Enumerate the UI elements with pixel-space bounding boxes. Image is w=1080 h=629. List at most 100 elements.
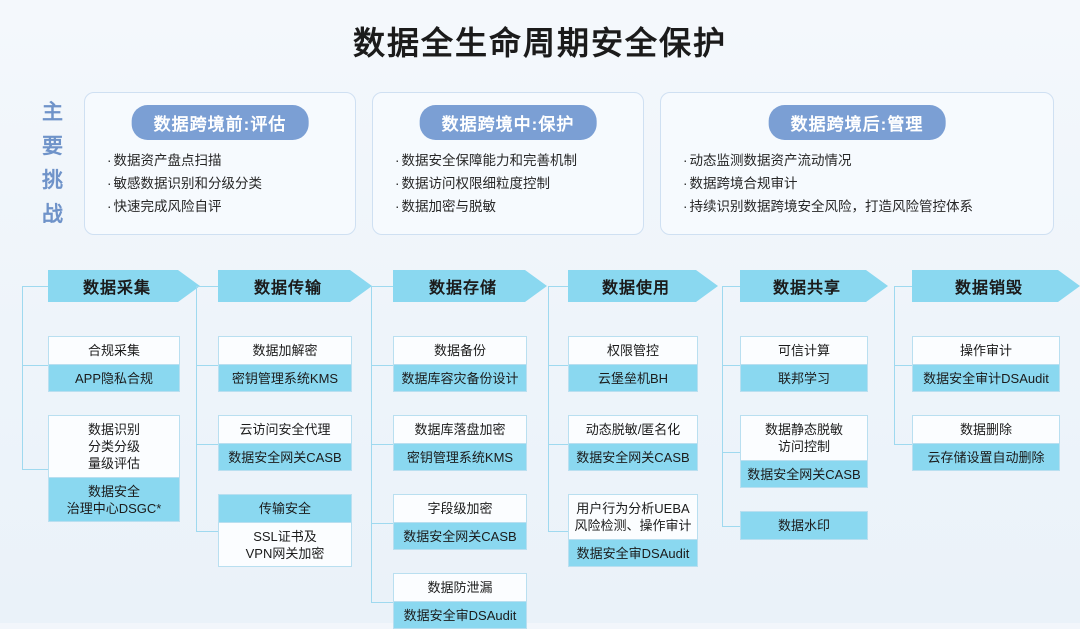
card-row-text: 权限管控	[606, 343, 659, 358]
bullet-dot-icon: ·	[395, 153, 400, 168]
card-row-title: 数据库落盘加密	[394, 416, 526, 443]
card-row-text: 数据防泄漏	[427, 580, 493, 595]
stage-2-card-2[interactable]: 云访问安全代理数据安全网关CASB	[218, 415, 352, 471]
challenges-label-char: 主	[42, 101, 64, 124]
card-row-text: 密钥管理系统KMS	[231, 370, 339, 386]
card-row-text: 密钥管理系统KMS	[406, 449, 514, 465]
card-row-text: 数据安全网关CASB	[747, 466, 861, 482]
stage-header-label: 数据共享	[772, 280, 841, 297]
card-row-title: 数据识别分类分级量级评估	[49, 416, 179, 477]
challenge-pill[interactable]: 数据跨境前:评估	[131, 105, 309, 140]
challenge-item-text: 快速完成风险自评	[113, 199, 222, 214]
card-row-product: 数据安全审计DSAudit	[913, 364, 1059, 391]
card-row-text: 联邦学习	[777, 370, 830, 386]
card-row-product: 数据安全审DSAudit	[569, 539, 697, 566]
challenge-box-3: 数据跨境后:管理·动态监测数据资产流动情况·数据跨境合规审计·持续识别数据跨境安…	[660, 92, 1054, 235]
card-row-title: 数据备份	[394, 337, 526, 364]
stage-4-card-2[interactable]: 动态脱敏/匿名化数据安全网关CASB	[568, 415, 698, 471]
stage-header-6[interactable]: 数据销毁	[912, 270, 1080, 302]
stage-header-4[interactable]: 数据使用	[568, 270, 718, 302]
connector-branch	[371, 523, 393, 524]
stage-header-1[interactable]: 数据采集	[48, 270, 200, 302]
connector-branch	[196, 365, 218, 366]
stage-5-card-2[interactable]: 数据静态脱敏访问控制数据安全网关CASB	[740, 415, 868, 488]
card-row-title: 数据水印	[741, 512, 867, 539]
stage-5-card-3[interactable]: 数据水印	[740, 511, 868, 540]
stage-header-label: 数据销毁	[954, 280, 1023, 297]
challenge-box-2: 数据跨境中:保护 ·数据安全保障能力和完善机制·数据访问权限细粒度控制·数据加密与…	[372, 92, 644, 235]
challenges-label: 主要挑战	[32, 96, 74, 232]
challenge-pill[interactable]: 数据跨境后:管理	[768, 105, 946, 140]
card-row-text: 数据安全审DSAudit	[576, 545, 690, 561]
card-row-text: 数据水印	[777, 518, 830, 533]
challenges-label-char: 要	[42, 135, 64, 158]
challenge-pill[interactable]: 数据跨境中:保护	[419, 105, 597, 140]
card-row-product: 数据安全网关CASB	[569, 443, 697, 470]
stage-header-5[interactable]: 数据共享	[740, 270, 888, 302]
card-row-text: 可信计算	[777, 343, 830, 358]
stage-6-card-2[interactable]: 数据删除云存储设置自动删除	[912, 415, 1060, 471]
stage-1-card-2[interactable]: 数据识别分类分级量级评估数据安全治理中心DSGC*	[48, 415, 180, 522]
connector-branch	[722, 286, 740, 287]
connector-branch	[894, 444, 912, 445]
connector-branch	[548, 531, 568, 532]
connector-branch	[22, 469, 48, 470]
card-row-product: 数据安全审DSAudit	[394, 601, 526, 628]
card-row-text: 操作审计	[959, 343, 1012, 358]
card-row-product: 密钥管理系统KMS	[219, 364, 351, 391]
card-row-text: 传输安全	[258, 501, 311, 516]
bullet-dot-icon: ·	[107, 199, 112, 214]
card-row-text: 数据识别分类分级量级评估	[87, 422, 140, 471]
challenge-box-1: 数据跨境前:评估·数据资产盘点扫描·敏感数据识别和分级分类·快速完成风险自评	[84, 92, 356, 235]
card-row-product: 数据安全网关CASB	[741, 460, 867, 487]
stage-header-label: 数据采集	[82, 280, 151, 297]
challenges-label-char: 战	[42, 203, 64, 226]
challenge-item-list: ·数据安全保障能力和完善机制·数据访问权限细粒度控制·数据加密与脱敏	[395, 149, 633, 218]
connector-branch	[196, 286, 218, 287]
page-title: 数据全生命周期安全保护	[352, 25, 727, 61]
connector-branch	[371, 365, 393, 366]
stage-3-card-4[interactable]: 数据防泄漏数据安全审DSAudit	[393, 573, 527, 629]
connector-branch	[22, 286, 48, 287]
card-row-product: 密钥管理系统KMS	[394, 443, 526, 470]
card-row-text: 云访问安全代理	[239, 422, 331, 437]
stage-4-card-1[interactable]: 权限管控云堡垒机BH	[568, 336, 698, 392]
card-row-product: 数据库容灾备份设计	[394, 364, 526, 391]
challenge-item: ·动态监测数据资产流动情况	[683, 149, 1043, 172]
stage-3-card-2[interactable]: 数据库落盘加密密钥管理系统KMS	[393, 415, 527, 471]
card-row-title: 字段级加密	[394, 495, 526, 522]
card-row-product: 数据安全网关CASB	[219, 443, 351, 470]
challenge-item-text: 持续识别数据跨境安全风险，打造风险管控体系	[689, 199, 974, 214]
connector-branch	[548, 286, 568, 287]
card-row-text: 数据删除	[959, 422, 1012, 437]
challenge-item: ·数据安全保障能力和完善机制	[395, 149, 633, 172]
stage-3-card-1[interactable]: 数据备份数据库容灾备份设计	[393, 336, 527, 392]
connector-branch	[548, 444, 568, 445]
stage-3-card-3[interactable]: 字段级加密数据安全网关CASB	[393, 494, 527, 550]
stage-2-card-1[interactable]: 数据加解密密钥管理系统KMS	[218, 336, 352, 392]
stage-5-card-1[interactable]: 可信计算联邦学习	[740, 336, 868, 392]
bullet-dot-icon: ·	[107, 153, 112, 168]
stage-header-label: 数据存储	[428, 280, 497, 297]
challenge-item-text: 动态监测数据资产流动情况	[689, 153, 852, 168]
stage-6-card-1[interactable]: 操作审计数据安全审计DSAudit	[912, 336, 1060, 392]
challenge-item: ·敏感数据识别和分级分类	[107, 172, 345, 195]
card-row-title: 操作审计	[913, 337, 1059, 364]
connector-branch	[371, 286, 393, 287]
stage-header-3[interactable]: 数据存储	[393, 270, 547, 302]
stage-header-2[interactable]: 数据传输	[218, 270, 372, 302]
challenge-item-text: 数据访问权限细粒度控制	[401, 176, 551, 191]
bullet-dot-icon: ·	[395, 176, 400, 191]
challenge-item: ·数据访问权限细粒度控制	[395, 172, 633, 195]
card-row-title: 数据防泄漏	[394, 574, 526, 601]
bullet-dot-icon: ·	[683, 176, 688, 191]
connector-trunk-1	[22, 286, 23, 469]
card-row-text: 云堡垒机BH	[597, 370, 669, 386]
connector-trunk-4	[548, 286, 549, 531]
card-row-text: 数据安全网关CASB	[403, 528, 517, 544]
